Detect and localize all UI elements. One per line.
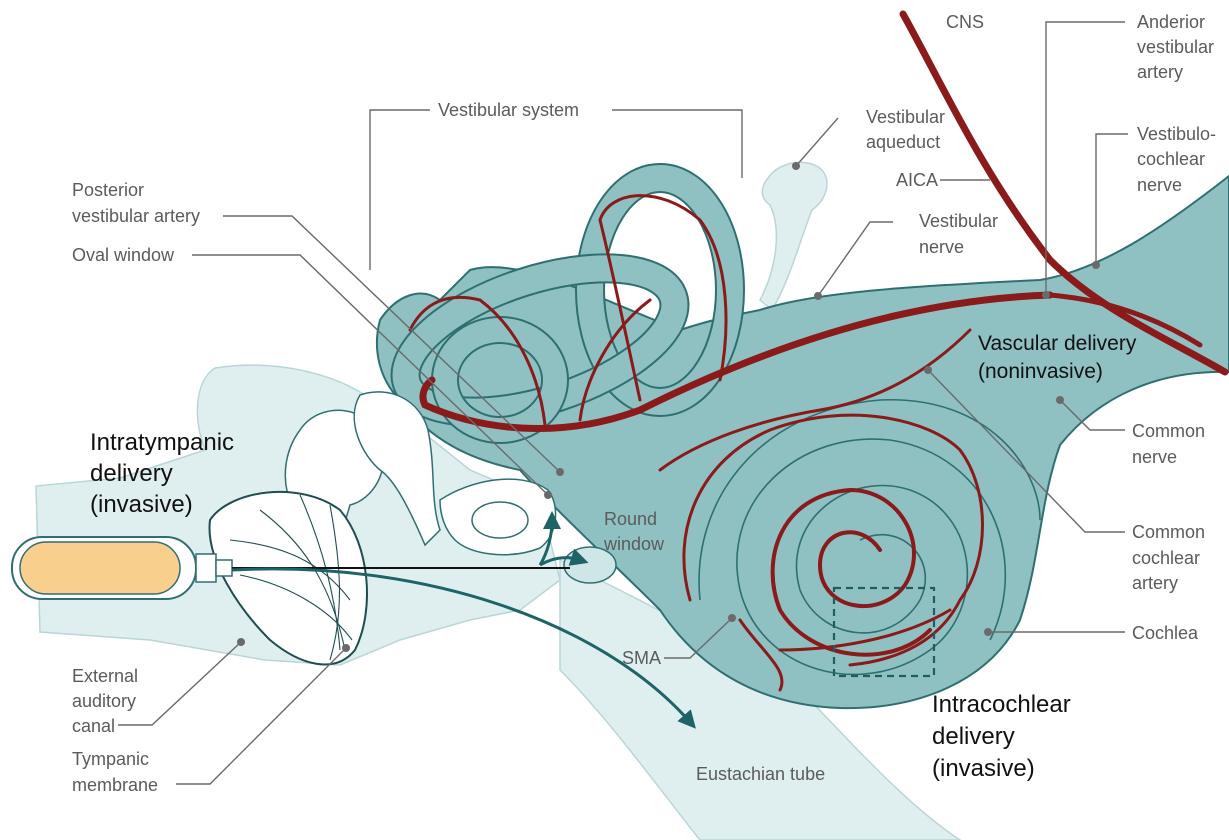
label-common-cochlear-artery: Common cochlear artery xyxy=(1132,522,1210,593)
label-anterior-vestibular-artery: Anderior vestibular artery xyxy=(1137,12,1219,82)
label-vestibular-aqueduct: Vestibular aqueduct xyxy=(866,107,950,152)
label-vestibular-system: Vestibular system xyxy=(438,100,579,120)
syringe-hub xyxy=(196,554,216,582)
vestibular-aqueduct-shape xyxy=(760,162,827,310)
label-eustachian-tube: Eustachian tube xyxy=(696,764,825,784)
label-oval-window: Oval window xyxy=(72,245,175,265)
syringe-drug xyxy=(20,542,180,594)
label-vestibulocochlear-nerve: Vestibulo- cochlear nerve xyxy=(1137,124,1221,195)
label-aica: AICA xyxy=(896,170,938,190)
label-posterior-vestibular-artery: Posterior vestibular artery xyxy=(72,180,200,226)
label-cns: CNS xyxy=(946,12,984,32)
inner-ear-labyrinth xyxy=(377,176,1229,708)
stapes-footplate-hole xyxy=(472,502,528,538)
label-common-nerve: Common nerve xyxy=(1132,421,1210,467)
label-tympanic-membrane: Tympanic membrane xyxy=(72,749,158,795)
label-cochlea: Cochlea xyxy=(1132,623,1199,643)
label-intracochlear-delivery: Intracochlear delivery (invasive) xyxy=(932,691,1077,782)
label-sma: SMA xyxy=(622,648,661,668)
label-vestibular-nerve: Vestibular nerve xyxy=(919,211,1003,257)
syringe-tip xyxy=(216,560,232,576)
